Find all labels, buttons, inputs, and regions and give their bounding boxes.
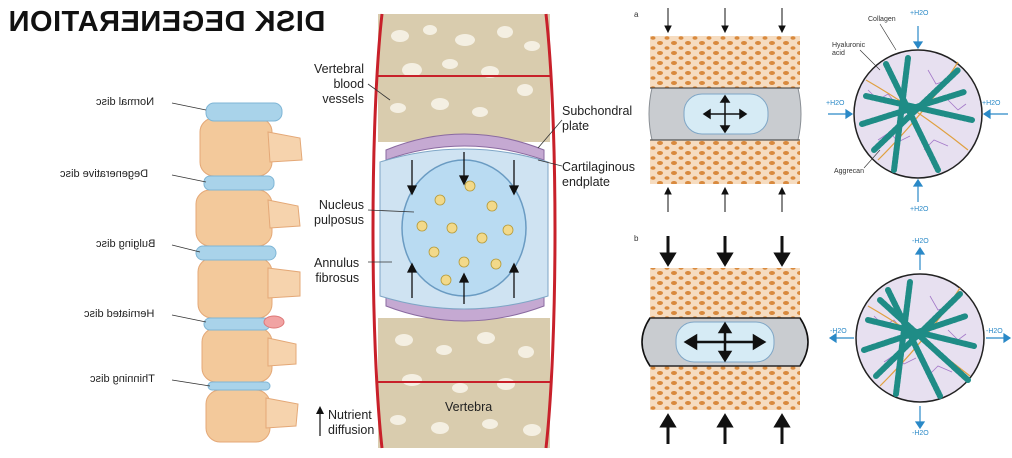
water-in-left: +H2O xyxy=(826,100,844,107)
vertebra-4 xyxy=(202,328,296,382)
label-aggrecan: Aggrecan xyxy=(834,168,864,175)
vertebra-2 xyxy=(196,190,300,246)
loading-illustration xyxy=(628,0,1012,458)
water-in-bottom: +H2O xyxy=(910,206,928,213)
label-bulging-disc: Bulging disc xyxy=(96,238,155,250)
degenerative-disc xyxy=(204,176,274,190)
label-nucleus-pulposus: Nucleus pulposus xyxy=(314,198,364,228)
matrix-circle-compressed xyxy=(856,274,984,402)
label-degenerative-disc: Degenerative disc xyxy=(60,168,148,180)
water-out-left: -H2O xyxy=(830,328,847,335)
label-annulus-fibrosus: Annulus fibrosus xyxy=(314,256,359,286)
water-out-right: -H2O xyxy=(986,328,1003,335)
label-vertebra: Vertebra xyxy=(445,400,492,415)
spine-illustration xyxy=(0,0,320,458)
label-normal-disc: Normal disc xyxy=(96,96,154,108)
thinning-disc xyxy=(208,382,270,390)
normal-disc xyxy=(206,103,282,121)
label-nutrient-diffusion: Nutrient diffusion xyxy=(328,408,374,438)
bulging-disc xyxy=(196,246,276,260)
water-in-right: +H2O xyxy=(982,100,1000,107)
unloaded-disc xyxy=(649,8,801,212)
water-out-top: -H2O xyxy=(912,238,929,245)
vertebra-3 xyxy=(198,258,300,318)
matrix-circle-hydrated xyxy=(854,50,982,178)
disc-anatomy-panel: Vertebral blood vessels Nucleus pulposus… xyxy=(300,0,630,458)
label-thinning-disc: Thinning disc xyxy=(90,373,155,385)
water-in-top: +H2O xyxy=(910,10,928,17)
herniated-disc xyxy=(204,318,270,330)
label-collagen: Collagen xyxy=(868,16,896,23)
label-vertebral-blood-vessels: Vertebral blood vessels xyxy=(314,62,364,107)
panel-b-letter: b xyxy=(634,234,638,243)
panel-a-letter: a xyxy=(634,10,638,19)
label-cartilaginous-endplate: Cartilaginous endplate xyxy=(562,160,635,190)
label-herniated-disc: Herniated disc xyxy=(84,308,154,320)
herniation-bulge xyxy=(264,316,284,328)
label-subchondral-plate: Subchondral plate xyxy=(562,104,632,134)
label-hyaluronic-acid: Hyaluronic acid xyxy=(832,42,865,58)
water-out-bottom: -H2O xyxy=(912,430,929,437)
spine-panel: DISK DEGENERATION xyxy=(0,0,320,458)
loading-panel: a b Collagen Hyaluronic acid Aggrecan +H… xyxy=(628,0,1012,458)
loaded-disc xyxy=(642,236,808,444)
vertebra-1 xyxy=(200,118,302,176)
vertebra-5 xyxy=(206,390,298,442)
